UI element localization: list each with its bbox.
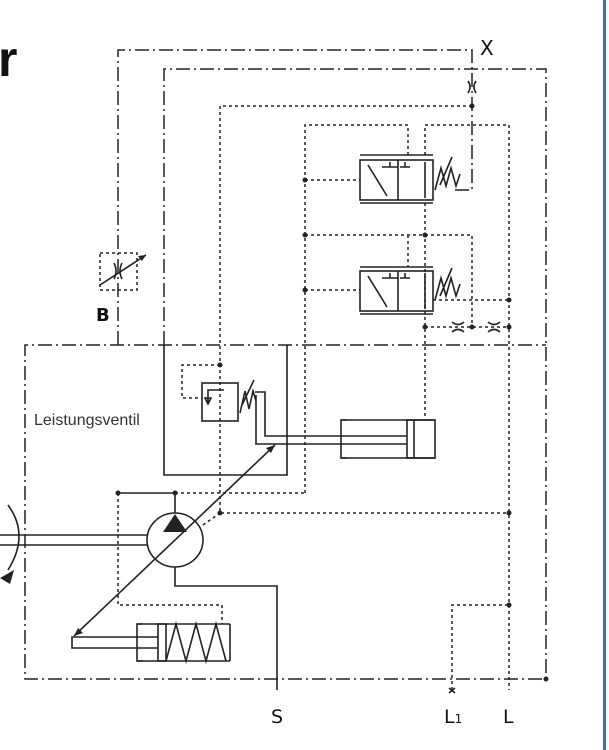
plug-mark [448, 687, 456, 694]
directional-valve-1 [359, 154, 461, 204]
window-border [603, 0, 606, 750]
port-b-label: B [96, 305, 110, 326]
port-l1-base: L [444, 706, 455, 728]
throttle-valve-b [99, 252, 147, 291]
port-s-label: S [271, 706, 284, 728]
directional-valve-2 [359, 266, 461, 315]
upper-cylinder [340, 419, 436, 459]
heading-fragment: r [0, 31, 18, 87]
power-valve-label: Leistungsventil [34, 412, 140, 429]
pump [0, 444, 278, 690]
power-valve [201, 379, 407, 445]
lower-cylinder [71, 620, 231, 665]
control-lines [24, 49, 549, 690]
port-l-label: L [503, 706, 514, 728]
port-l1-label: L1 [444, 706, 462, 728]
port-x-label: X [480, 36, 494, 60]
port-l1-sub: 1 [454, 712, 463, 726]
